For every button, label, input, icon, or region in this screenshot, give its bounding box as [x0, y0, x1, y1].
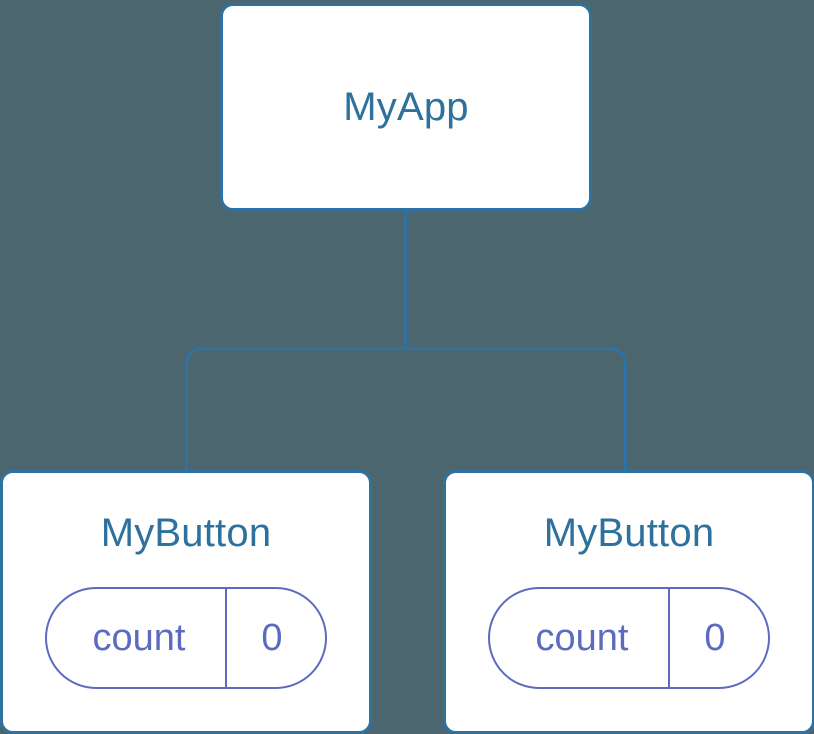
component-node-child-1[interactable]: MyButton count 0	[0, 470, 372, 734]
state-key-label: count	[535, 617, 629, 659]
state-key-label: count	[92, 617, 186, 659]
edge-branch-left	[185, 347, 406, 472]
state-value-label: 0	[704, 617, 726, 659]
edge-branch-right	[405, 347, 627, 472]
state-pill-divider	[225, 589, 228, 687]
component-name-label: MyButton	[543, 511, 715, 555]
state-pill-divider	[668, 589, 671, 687]
component-name-label: MyApp	[343, 85, 469, 129]
component-node-child-2[interactable]: MyButton count 0	[443, 470, 814, 734]
component-node-root[interactable]: MyApp	[220, 3, 592, 211]
state-pill[interactable]: count 0	[488, 587, 770, 689]
state-value-label: 0	[261, 617, 283, 659]
component-name-label: MyButton	[100, 511, 272, 555]
state-pill[interactable]: count 0	[45, 587, 327, 689]
